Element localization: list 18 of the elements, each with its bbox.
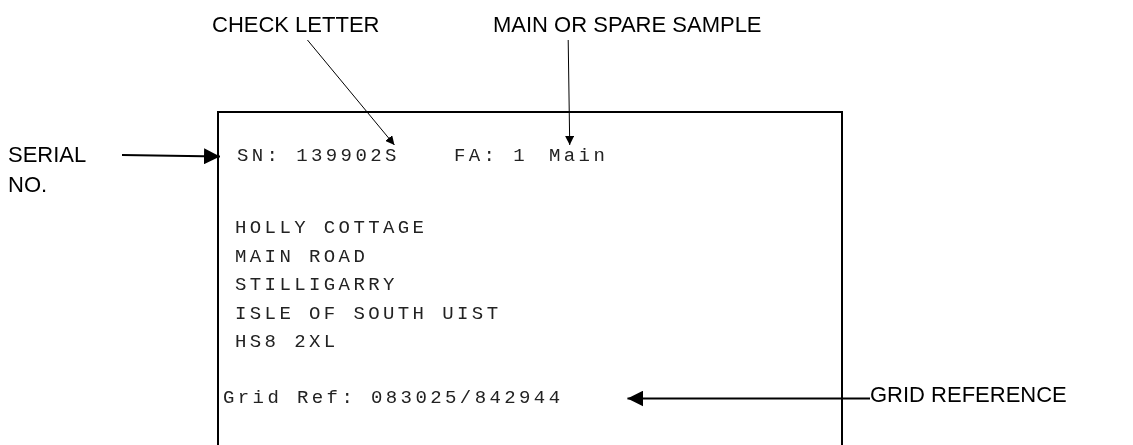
address-line: HOLLY COTTAGE xyxy=(235,217,428,240)
callout-label: GRID REFERENCE xyxy=(870,380,1067,410)
address-line: MAIN ROAD xyxy=(235,246,369,269)
callout-label: CHECK LETTER xyxy=(212,10,380,40)
address-line: ISLE OF SOUTH UIST xyxy=(235,303,502,326)
sample-label-card xyxy=(217,111,843,445)
leader-line xyxy=(565,39,575,146)
address-line: HS8 2XL xyxy=(235,331,339,354)
address-line: STILLIGARRY xyxy=(235,274,398,297)
leader-line xyxy=(121,148,221,165)
serial-number-text: SN: 139902S xyxy=(220,145,400,168)
leader-line xyxy=(626,390,871,407)
field-text: FA: 1 xyxy=(454,145,528,168)
grid-reference-text: Grid Ref: 083025/842944 xyxy=(223,387,624,410)
callout-label: SERIAL NO. xyxy=(8,140,118,200)
callout-label: MAIN OR SPARE SAMPLE xyxy=(493,10,762,40)
sample-type-text: Main xyxy=(549,145,609,168)
leader-line xyxy=(306,39,395,146)
